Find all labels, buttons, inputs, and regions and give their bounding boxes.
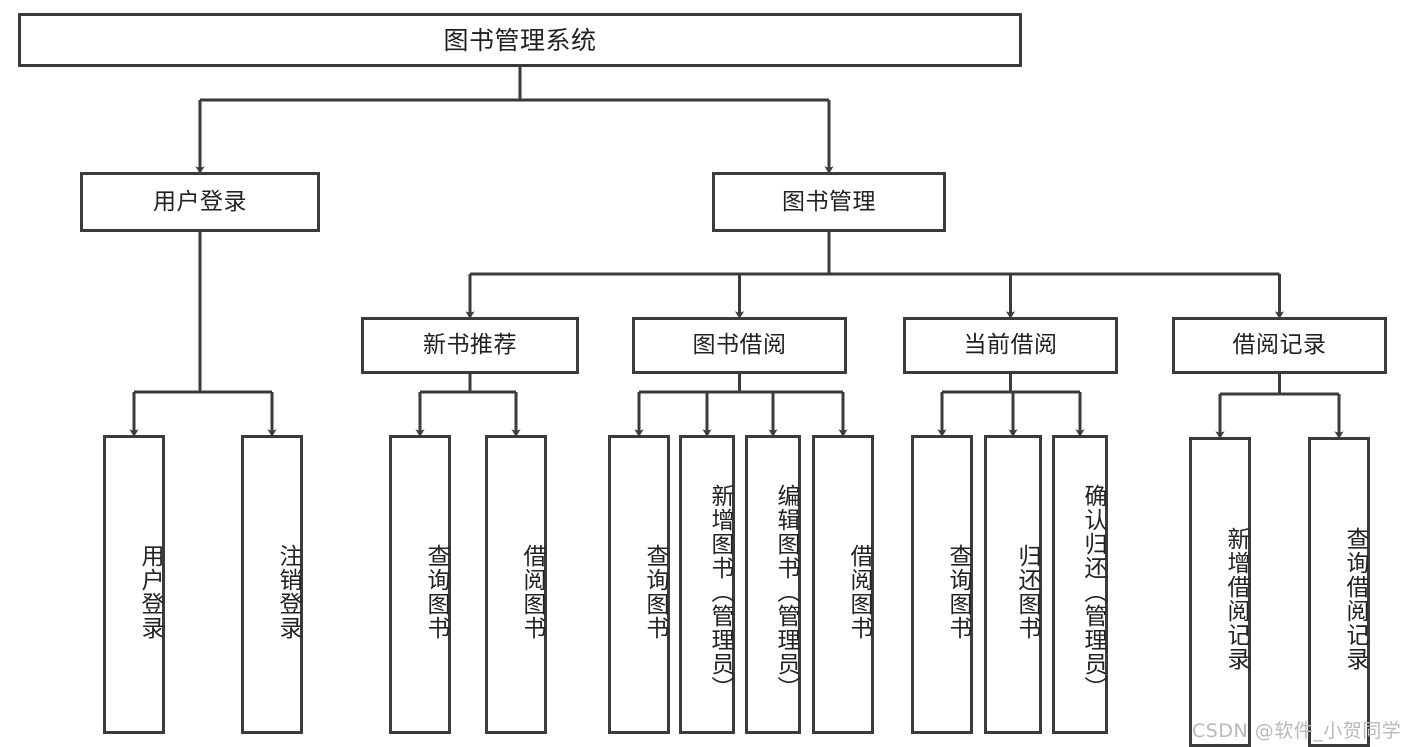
node-leaf-add-record[interactable]: 新增借阅记录 bbox=[1189, 437, 1251, 747]
node-leaf-borrow-book-2-label: 借阅图书 bbox=[846, 543, 872, 640]
node-root[interactable]: 图书管理系统 bbox=[18, 13, 1022, 67]
node-borrow-record[interactable]: 借阅记录 bbox=[1172, 317, 1387, 374]
node-leaf-borrow-book-2[interactable]: 借阅图书 bbox=[812, 435, 874, 734]
node-leaf-logout-label: 注销登录 bbox=[275, 543, 301, 640]
node-leaf-confirm-return[interactable]: 确认归还（管理员） bbox=[1052, 435, 1108, 734]
node-leaf-query-book-2[interactable]: 查询图书 bbox=[608, 435, 670, 734]
node-leaf-add-book[interactable]: 新增图书（管理员） bbox=[679, 435, 735, 734]
node-leaf-query-record-label: 查询借阅记录 bbox=[1342, 527, 1368, 671]
node-leaf-return-book[interactable]: 归还图书 bbox=[984, 435, 1042, 734]
node-leaf-edit-book-label: 编辑图书（管理员） bbox=[773, 483, 799, 700]
node-leaf-query-book-1[interactable]: 查询图书 bbox=[389, 435, 451, 734]
node-leaf-confirm-return-label: 确认归还（管理员） bbox=[1080, 483, 1106, 700]
node-user-login-label: 用户登录 bbox=[153, 188, 247, 215]
node-leaf-query-book-2-label: 查询图书 bbox=[642, 543, 668, 640]
node-borrow-record-label: 借阅记录 bbox=[1232, 332, 1327, 359]
node-current-borrow[interactable]: 当前借阅 bbox=[903, 317, 1118, 374]
node-new-book-recommend-label: 新书推荐 bbox=[423, 332, 517, 359]
node-leaf-add-book-label: 新增图书（管理员） bbox=[707, 483, 733, 700]
node-leaf-return-book-label: 归还图书 bbox=[1014, 543, 1040, 640]
node-leaf-edit-book[interactable]: 编辑图书（管理员） bbox=[745, 435, 801, 734]
node-leaf-borrow-book-1[interactable]: 借阅图书 bbox=[485, 435, 547, 734]
node-leaf-user-login-label: 用户登录 bbox=[137, 543, 163, 640]
node-book-borrow-label: 图书借阅 bbox=[692, 332, 787, 359]
node-book-manage-label: 图书管理 bbox=[782, 188, 876, 215]
node-root-label: 图书管理系统 bbox=[443, 25, 597, 55]
node-leaf-add-record-label: 新增借阅记录 bbox=[1223, 527, 1249, 671]
node-book-manage[interactable]: 图书管理 bbox=[712, 172, 946, 232]
node-book-borrow[interactable]: 图书借阅 bbox=[632, 317, 847, 374]
node-leaf-query-book-3[interactable]: 查询图书 bbox=[911, 435, 973, 734]
node-leaf-query-book-1-label: 查询图书 bbox=[423, 543, 449, 640]
node-leaf-user-login[interactable]: 用户登录 bbox=[103, 435, 165, 734]
node-user-login[interactable]: 用户登录 bbox=[80, 172, 320, 232]
node-current-borrow-label: 当前借阅 bbox=[963, 332, 1058, 359]
node-leaf-logout[interactable]: 注销登录 bbox=[241, 435, 303, 734]
node-new-book-recommend[interactable]: 新书推荐 bbox=[361, 317, 579, 374]
node-leaf-query-record[interactable]: 查询借阅记录 bbox=[1308, 437, 1370, 747]
csdn-watermark: CSDN @软件_小贺同学 bbox=[1192, 720, 1402, 742]
node-leaf-borrow-book-1-label: 借阅图书 bbox=[519, 543, 545, 640]
node-leaf-query-book-3-label: 查询图书 bbox=[945, 543, 971, 640]
